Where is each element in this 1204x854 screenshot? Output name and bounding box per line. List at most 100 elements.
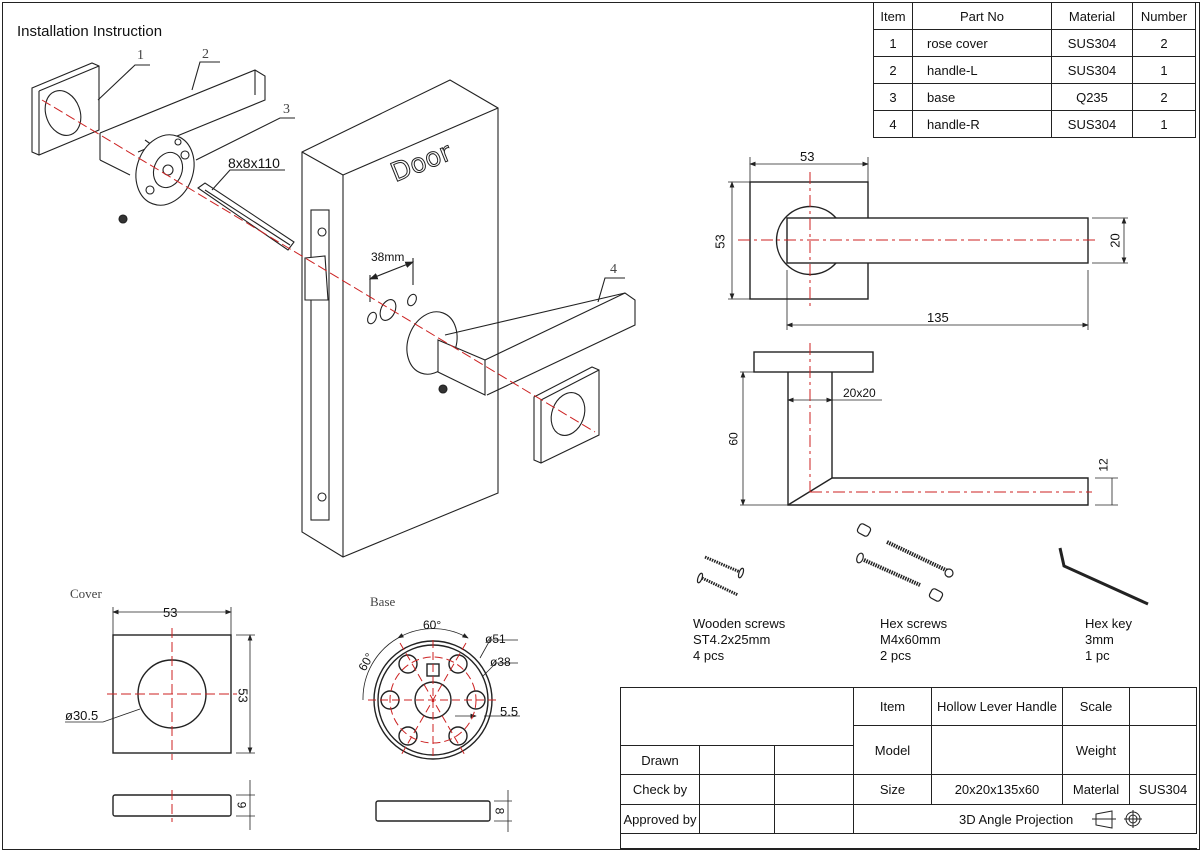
accessory-qty: 2 pcs [880, 648, 912, 663]
tb-drawn-date [774, 745, 854, 775]
bom-item: 1 [873, 29, 913, 57]
base-centerlines [368, 640, 498, 760]
handle-top-view [728, 157, 1128, 330]
handle-side-view [740, 351, 1118, 506]
tb-size-label: Size [853, 774, 932, 805]
side-view-centerlines [809, 343, 1092, 493]
tb-projection-label: 3D Angle Projection [853, 804, 1197, 834]
page-title: Installation Instruction [17, 23, 163, 40]
bom-header-number: Number [1132, 2, 1196, 30]
side-section: 20x20 [843, 386, 876, 400]
title-block: Item Hollow Lever Handle Scale Model Wei… [620, 687, 1197, 849]
rose-cover-left [31, 62, 100, 156]
bom-material: SUS304 [1051, 29, 1133, 57]
bom-material: SUS304 [1051, 56, 1133, 84]
tb-item-label: Item [853, 687, 932, 726]
base-label: Base [370, 594, 396, 609]
tb-model-value [931, 725, 1063, 775]
callout-3: 3 [283, 102, 290, 117]
tb-material-label: Materlal [1062, 774, 1130, 805]
accessory-hex-screws: Hex screws M4x60mm 2 pcs [880, 616, 947, 664]
accessory-hex-key: Hex key 3mm 1 pc [1085, 616, 1132, 664]
tb-scale-label: Scale [1062, 687, 1130, 726]
accessory-name: Hex key [1085, 616, 1132, 631]
bom-item: 2 [873, 56, 913, 84]
callout-4: 4 [610, 262, 617, 277]
base-bolt-circle: ø38 [490, 655, 511, 669]
top-rose-height: 53 [712, 234, 728, 249]
accessory-name: Wooden screws [693, 616, 786, 631]
tb-size-value: 20x20x135x60 [931, 774, 1063, 805]
hex-screws [856, 523, 954, 602]
top-view-centerlines [738, 172, 1095, 310]
spindle [197, 182, 295, 251]
hole-spacing-label: 38mm [371, 250, 405, 264]
callout-leaders [97, 61, 625, 303]
spindle-label: 8x8x110 [228, 155, 280, 171]
cover-height: 53 [235, 688, 251, 703]
tb-material-value: SUS304 [1129, 774, 1197, 805]
tb-check-date [774, 774, 854, 805]
bom-item: 4 [873, 110, 913, 138]
accessory-drawings [696, 523, 1149, 606]
bom-header-material: Material [1051, 2, 1133, 30]
tb-scale-value [1129, 687, 1197, 726]
bom-part-no: handle-R [912, 110, 1052, 138]
base-thickness: 8 [492, 807, 507, 815]
accessory-qty: 4 pcs [693, 648, 725, 663]
bom-row: 1 rose cover SUS304 2 [873, 29, 1196, 57]
bom-part-no: handle-L [912, 56, 1052, 84]
base-outer-diameter: ø51 [485, 632, 506, 646]
bom-row: 3 base Q235 2 [873, 83, 1196, 111]
cover-thickness: 9 [234, 801, 249, 809]
bom-item: 3 [873, 83, 913, 111]
tb-weight-label: Weight [1062, 725, 1130, 775]
callout-2: 2 [202, 47, 209, 62]
cover-hole-diameter: ø30.5 [65, 708, 99, 723]
top-handle-width: 20 [1107, 233, 1123, 248]
axis-line [41, 99, 596, 433]
base-hole-offset: 5.5 [500, 704, 519, 719]
top-handle-length: 135 [927, 310, 949, 325]
wooden-screws [696, 555, 745, 597]
tb-item-value: Hollow Lever Handle [931, 687, 1063, 726]
accessory-qty: 1 pc [1085, 648, 1110, 663]
tb-approved-date [774, 804, 854, 834]
side-projection: 60 [726, 432, 741, 446]
bom-part-no: rose cover [912, 29, 1052, 57]
door [301, 79, 499, 558]
tb-check-label: Check by [620, 774, 700, 805]
cover-width: 53 [163, 605, 178, 620]
accessory-spec: 3mm [1085, 632, 1114, 647]
hex-key [1058, 547, 1149, 606]
accessory-wooden-screws: Wooden screws ST4.2x25mm 4 pcs [693, 616, 785, 664]
tb-model-label: Model [853, 725, 932, 775]
bom-header-item: Item [873, 2, 913, 30]
tb-approved-label: Approved by [620, 804, 700, 834]
bom-header-part-no: Part No [912, 2, 1052, 30]
bom-row: 2 handle-L SUS304 1 [873, 56, 1196, 84]
bom-number: 2 [1132, 83, 1196, 111]
bom-row: 4 handle-R SUS304 1 [873, 110, 1196, 138]
tb-drawn-label: Drawn [620, 745, 700, 775]
handle-right [406, 292, 636, 396]
tb-weight-value [1129, 725, 1197, 775]
bom-material: Q235 [1051, 83, 1133, 111]
side-offset: 12 [1096, 458, 1111, 472]
bom-part-no: base [912, 83, 1052, 111]
accessory-spec: M4x60mm [880, 632, 941, 647]
cover-label: Cover [70, 586, 102, 601]
bom-material: SUS304 [1051, 110, 1133, 138]
tb-approved-value [699, 804, 775, 834]
bom-number: 1 [1132, 56, 1196, 84]
accessory-spec: ST4.2x25mm [693, 632, 771, 647]
tb-footer [620, 833, 1197, 849]
tb-drawn-value [699, 745, 775, 775]
set-screw [118, 214, 128, 224]
cover-centerlines [107, 628, 237, 822]
bom-number: 2 [1132, 29, 1196, 57]
base-angle-top: 60° [423, 618, 442, 632]
top-rose-width: 53 [800, 149, 815, 164]
